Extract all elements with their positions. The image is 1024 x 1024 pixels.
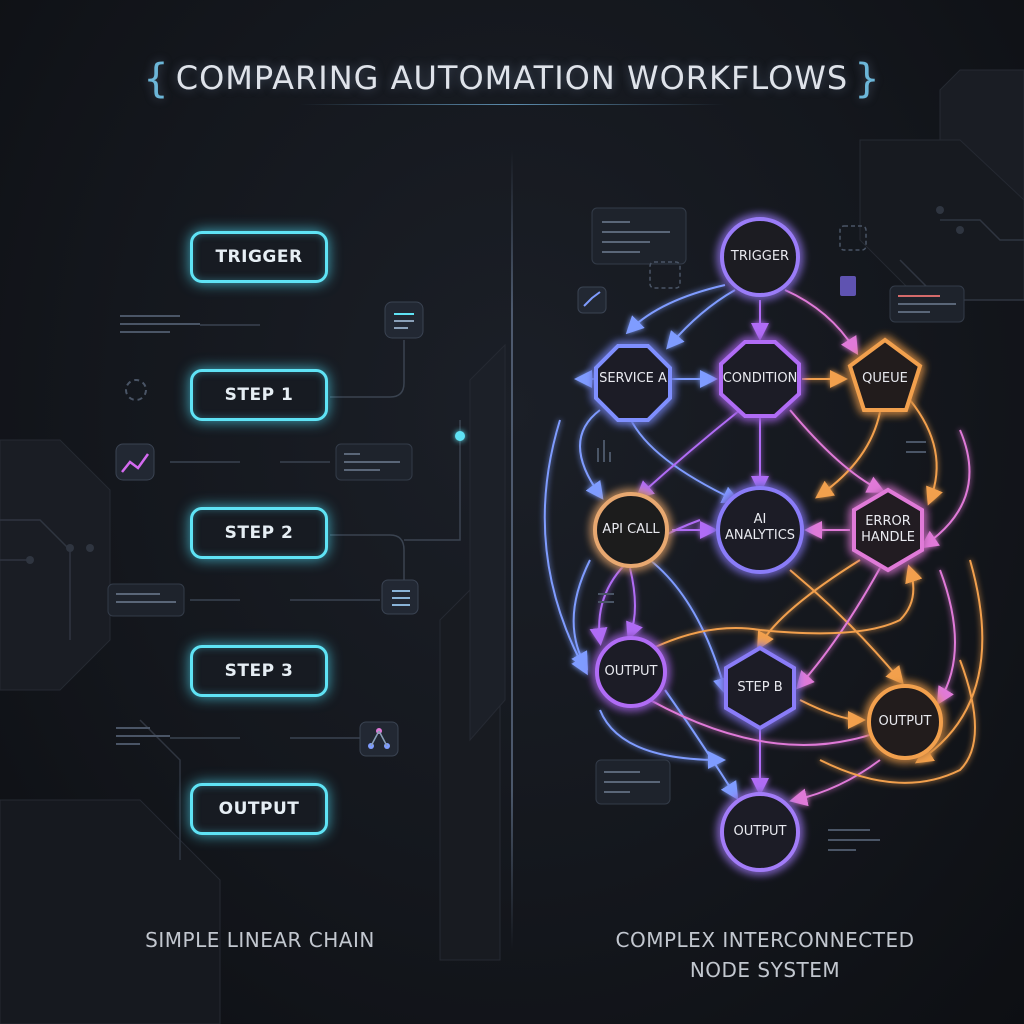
sync-icon	[649, 261, 681, 289]
node-error-handle-shape	[852, 487, 924, 573]
node-output-bottom-shape	[720, 792, 800, 872]
code-widget-2	[107, 583, 185, 617]
linear-node-label: STEP 3	[224, 661, 294, 681]
complex-node-shapes	[593, 217, 943, 872]
node-api-call-label: API CALL	[602, 522, 660, 537]
node-service-a-label: SERVICE A	[599, 371, 667, 386]
node-trigger-label: TRIGGER	[730, 249, 790, 264]
linear-side-connectors	[170, 324, 461, 739]
circuit-dots	[26, 206, 964, 564]
cyan-dot	[455, 431, 465, 441]
linear-node-output: OUTPUT	[190, 783, 328, 835]
caption-linear: SIMPLE LINEAR CHAIN	[145, 928, 375, 952]
linear-node-step-1: STEP 1	[190, 369, 328, 421]
chart-icon-widget	[115, 443, 155, 481]
node-trigger-shape	[720, 217, 800, 297]
node-output-left-shape	[595, 636, 667, 708]
decor-panels	[0, 69, 1024, 1024]
node-output-right-label: OUTPUT	[878, 714, 932, 729]
complex-connections	[543, 284, 984, 807]
text-lines-widget-right	[598, 593, 880, 851]
file-icon	[840, 276, 856, 296]
brace-right-icon: }	[854, 56, 881, 102]
node-output-bottom-label: OUTPUT	[733, 824, 787, 839]
text-lines-widgets	[116, 315, 200, 745]
node-condition-shape	[719, 340, 801, 418]
bar-icon	[597, 440, 611, 462]
graph-icon-widget	[577, 286, 607, 314]
linear-node-label: STEP 2	[224, 523, 294, 543]
node-queue-label: QUEUE	[862, 371, 908, 386]
linear-node-label: OUTPUT	[218, 799, 300, 819]
code-widget-3	[591, 207, 687, 265]
linear-node-label: STEP 1	[224, 385, 294, 405]
linear-node-label: TRIGGER	[215, 247, 303, 267]
loader-icon	[125, 379, 147, 401]
node-output-left-label: OUTPUT	[604, 664, 658, 679]
page-title: {COMPARING AUTOMATION WORKFLOWS}	[143, 56, 881, 102]
brace-left-icon: {	[143, 56, 170, 102]
title-underline	[300, 104, 724, 105]
hash-icon	[906, 441, 926, 453]
node-step-b-label: STEP B	[737, 680, 783, 695]
node-queue-shape	[847, 337, 923, 412]
node-output-right-shape	[867, 684, 943, 760]
center-divider	[511, 150, 513, 950]
linear-node-step-3: STEP 3	[190, 645, 328, 697]
document-icon	[839, 225, 867, 251]
mini-widgets	[107, 207, 965, 851]
node-api-call-shape	[593, 492, 669, 568]
network-icon-widget	[359, 721, 399, 757]
linear-node-trigger: TRIGGER	[190, 231, 328, 283]
node-service-a-shape	[594, 344, 672, 422]
node-step-b-shape	[724, 645, 796, 731]
node-ai-analytics-shape	[716, 486, 804, 574]
node-condition-label: CONDITION	[722, 371, 798, 386]
linear-node-step-2: STEP 2	[190, 507, 328, 559]
